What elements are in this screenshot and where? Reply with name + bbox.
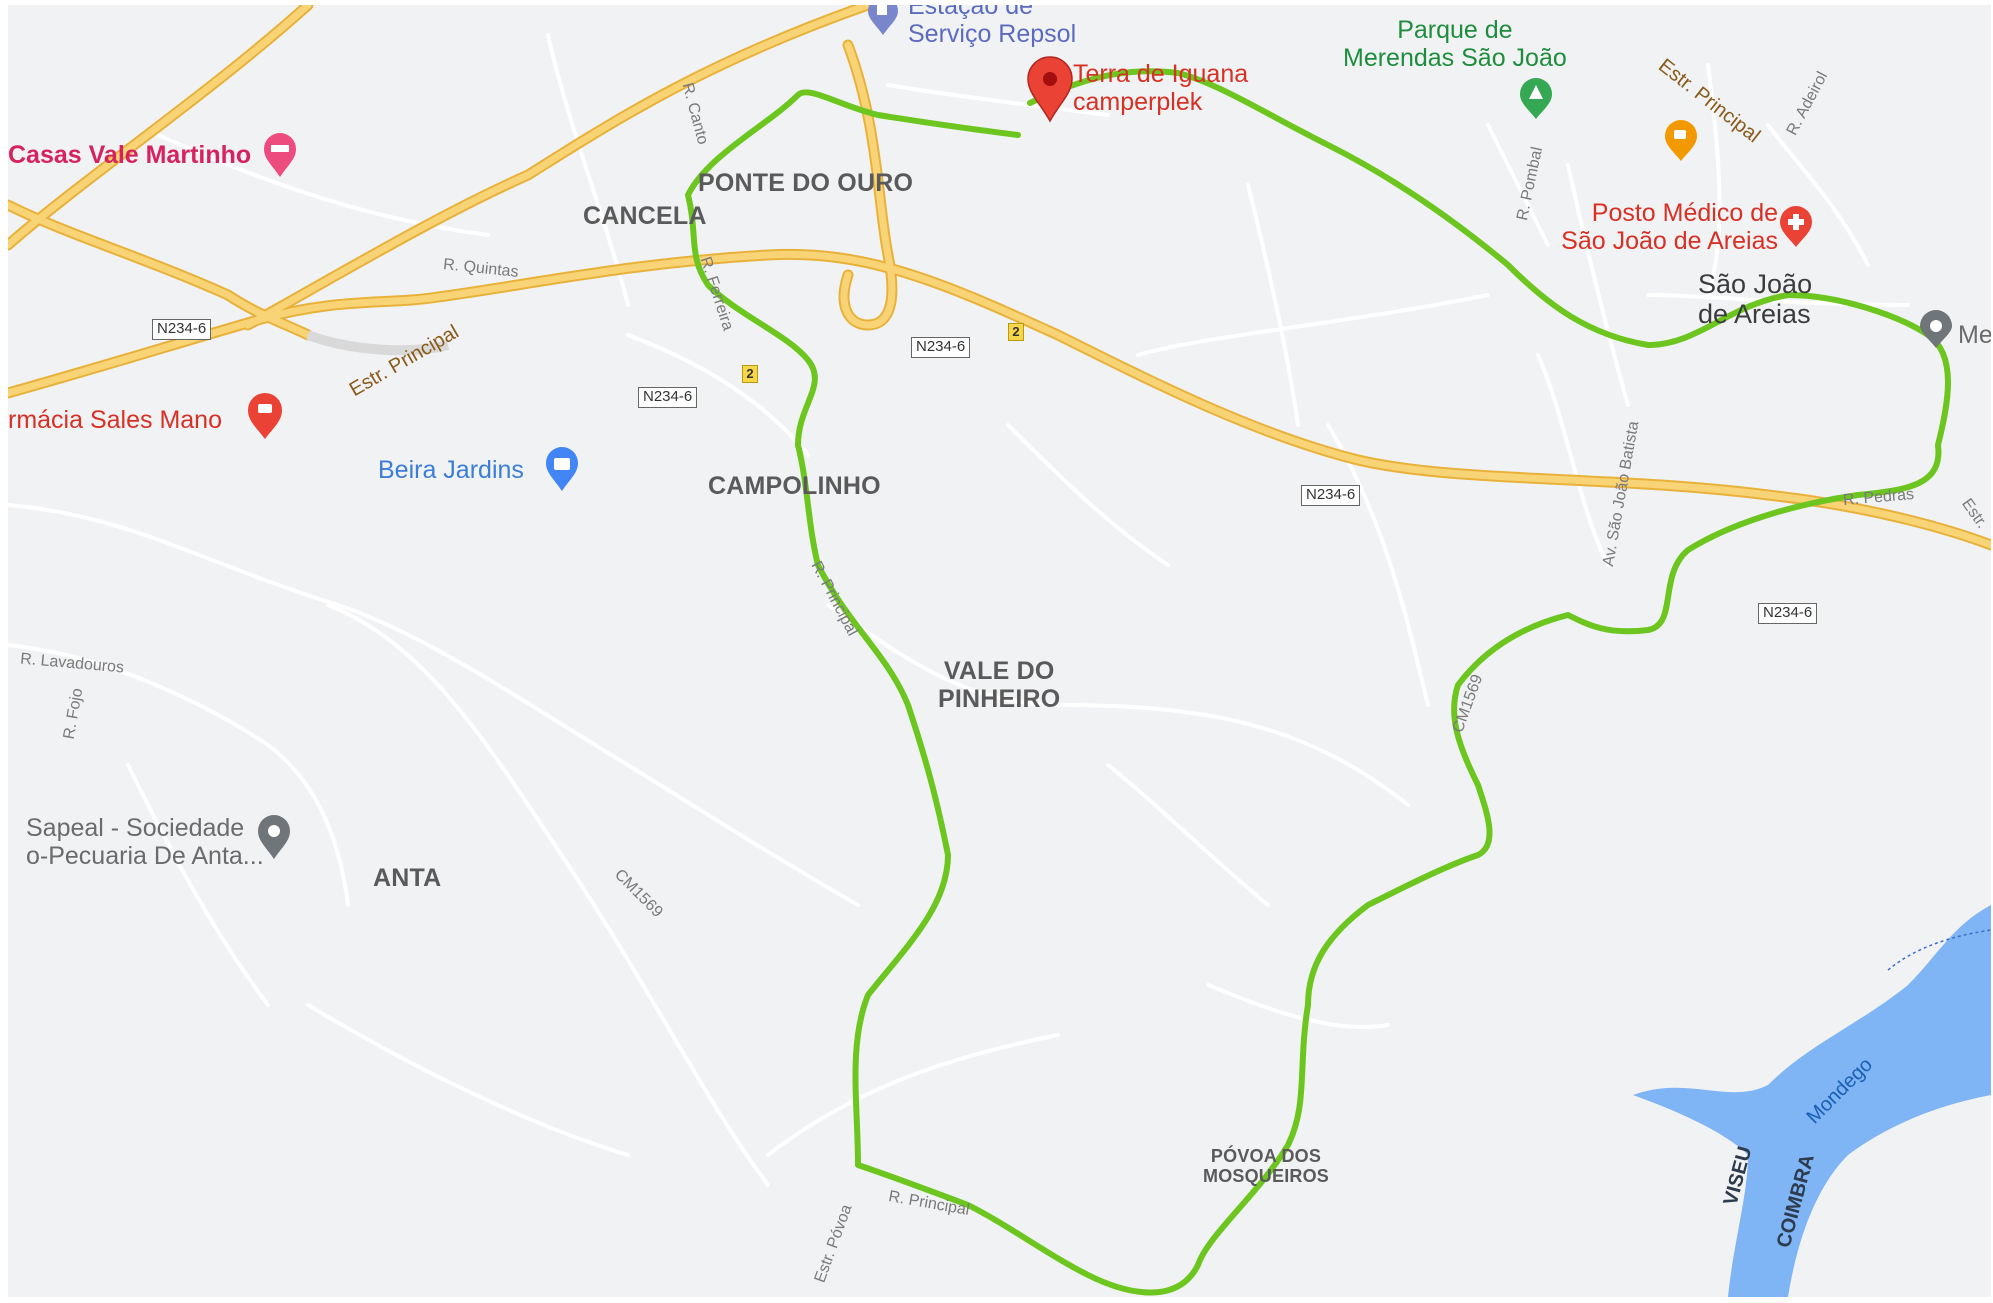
road-number-2-shield: 2 bbox=[1008, 323, 1024, 341]
highways-fill bbox=[8, 5, 1991, 549]
place-ponte-do-ouro: PONTE DO OURO bbox=[698, 169, 914, 197]
repsol-line1: Estação de bbox=[908, 5, 1034, 20]
place-povoa-dos-mosqueiros: PÓVOA DOS MOSQUEIROS bbox=[1203, 1146, 1330, 1187]
map-base-layer bbox=[8, 5, 1991, 1297]
river-mondego bbox=[1633, 905, 1991, 1297]
posto-line2: São João de Areias bbox=[1561, 226, 1778, 255]
shopping-bag-icon[interactable] bbox=[544, 445, 580, 493]
minor-roads bbox=[8, 33, 1910, 1187]
place-povoa-line2: MOSQUEIROS bbox=[1203, 1165, 1330, 1186]
place-sao-joao-de-areias: São João de Areias bbox=[1698, 269, 1813, 329]
map-canvas[interactable]: PONTE DO OURO CANCELA CAMPOLINHO VALE DO… bbox=[8, 5, 1991, 1297]
town-line1: São João bbox=[1698, 269, 1813, 299]
road-shield-n234-6: N234-6 bbox=[152, 319, 212, 340]
medical-cross-icon[interactable] bbox=[1778, 205, 1814, 249]
poi-terra-de-iguana-label[interactable]: Terra de Iguana camperplek bbox=[1073, 60, 1249, 116]
tree-park-icon[interactable] bbox=[1518, 77, 1554, 121]
sapeal-line1: Sapeal - Sociedade bbox=[26, 814, 245, 842]
sapeal-line2: o-Pecuaria De Anta... bbox=[26, 841, 264, 870]
place-vale-line2: PINHEIRO bbox=[938, 684, 1061, 713]
poi-me-truncated-label[interactable]: Me bbox=[1958, 321, 1991, 349]
poi-farmacia-label[interactable]: rmácia Sales Mano bbox=[8, 406, 222, 434]
poi-posto-medico-label[interactable]: Posto Médico de São João de Areias bbox=[1543, 199, 1778, 255]
gray-location-pin-icon[interactable] bbox=[256, 813, 292, 861]
road-shield-n234-6: N234-6 bbox=[1758, 603, 1818, 624]
poi-sapeal-label[interactable]: Sapeal - Sociedade o-Pecuaria De Anta... bbox=[26, 814, 264, 870]
posto-line1: Posto Médico de bbox=[1591, 199, 1778, 227]
gray-pin-edge-icon[interactable] bbox=[1918, 310, 1954, 350]
poi-parque-de-merendas-label[interactable]: Parque de Merendas São João bbox=[1343, 16, 1567, 72]
cafe-icon[interactable] bbox=[1663, 119, 1699, 163]
terra-line2: camperplek bbox=[1073, 87, 1203, 116]
road-shield-n234-6: N234-6 bbox=[638, 387, 698, 408]
place-campolinho: CAMPOLINHO bbox=[708, 472, 881, 500]
bed-lodging-icon[interactable] bbox=[262, 131, 298, 179]
pharmacy-icon[interactable] bbox=[246, 391, 284, 441]
road-shield-n234-6: N234-6 bbox=[1301, 485, 1361, 506]
poi-casas-vale-martinho-label[interactable]: Casas Vale Martinho bbox=[8, 141, 252, 169]
place-anta: ANTA bbox=[373, 864, 442, 892]
place-vale-line1: VALE DO bbox=[943, 657, 1055, 685]
route-track bbox=[685, 68, 1951, 1296]
place-povoa-line1: PÓVOA DOS bbox=[1210, 1146, 1322, 1166]
poi-repsol-label[interactable]: Estação de Serviço Repsol bbox=[908, 5, 1076, 48]
terra-line1: Terra de Iguana bbox=[1073, 60, 1249, 88]
poi-beira-jardins-label[interactable]: Beira Jardins bbox=[378, 456, 524, 484]
place-cancela: CANCELA bbox=[583, 202, 707, 230]
road-shield-n234-6: N234-6 bbox=[911, 337, 971, 358]
place-vale-do-pinheiro: VALE DO PINHEIRO bbox=[938, 657, 1061, 713]
red-location-pin-icon[interactable] bbox=[1026, 55, 1074, 123]
parque-line2: Merendas São João bbox=[1343, 43, 1567, 72]
gas-station-icon[interactable] bbox=[866, 5, 900, 37]
town-line2: de Areias bbox=[1698, 298, 1811, 329]
road-number-2-shield: 2 bbox=[742, 365, 758, 383]
parque-line1: Parque de bbox=[1397, 16, 1513, 44]
repsol-line2: Serviço Repsol bbox=[908, 19, 1077, 48]
